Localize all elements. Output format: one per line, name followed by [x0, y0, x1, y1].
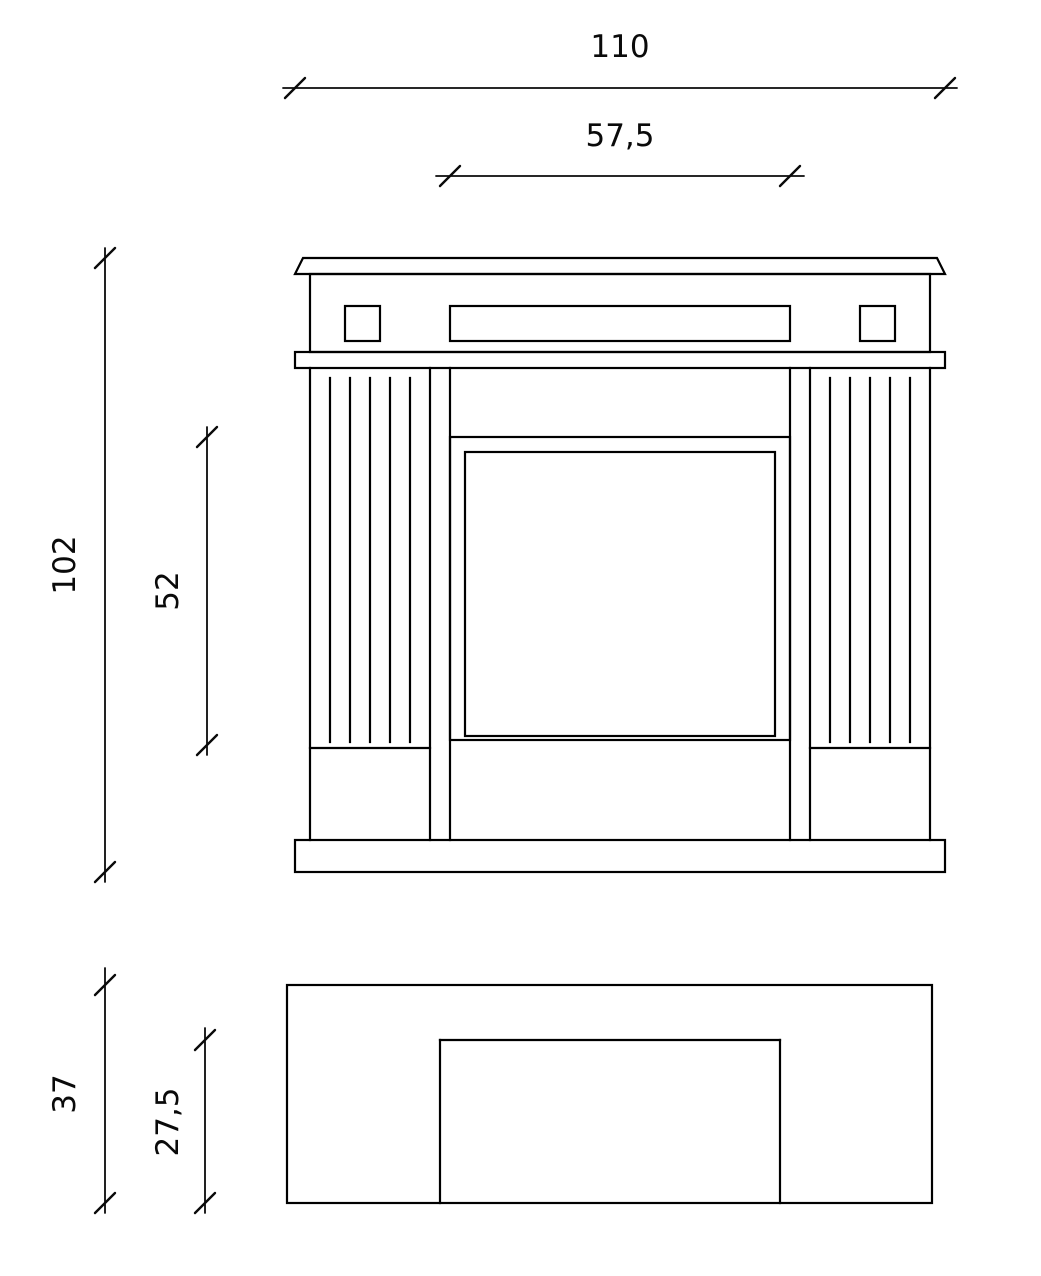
dim-tick — [195, 425, 219, 449]
dimension-opening-depth: 27,5 — [150, 1027, 217, 1215]
dim-label-opening-depth: 27,5 — [150, 1087, 186, 1156]
dim-tick — [193, 1028, 217, 1052]
dim-label-total-height: 102 — [47, 535, 83, 594]
plan-view — [285, 983, 934, 1205]
dimension-opening-width: 57,5 — [435, 118, 805, 188]
under-shelf-band — [293, 350, 947, 370]
firebox-surround-outer — [448, 435, 792, 742]
front-elevation-view — [293, 256, 947, 874]
firebox-surround-inner — [463, 450, 777, 738]
cornice-top-shelf — [293, 256, 947, 276]
dim-tick — [93, 860, 117, 884]
frieze-center-panel — [448, 304, 792, 343]
dim-label-opening-height: 52 — [150, 571, 186, 610]
frieze-left-square-rosette — [343, 304, 382, 343]
dim-tick — [195, 733, 219, 757]
dimension-opening-height: 52 — [150, 425, 219, 757]
dim-tick — [933, 76, 957, 100]
dim-label-total-depth: 37 — [47, 1074, 83, 1113]
dim-tick — [93, 246, 117, 270]
dim-tick — [193, 1191, 217, 1215]
dimension-total-width: 110 — [282, 29, 958, 100]
dim-tick — [778, 164, 802, 188]
dimension-total-height: 102 — [47, 246, 117, 884]
dim-label-total-width: 110 — [590, 29, 649, 65]
dim-tick — [438, 164, 462, 188]
dim-label-opening-width: 57,5 — [585, 118, 654, 154]
dimension-total-depth: 37 — [47, 967, 117, 1215]
plan-outline — [285, 983, 934, 1205]
base-plinth — [293, 838, 947, 874]
frieze-right-square-rosette — [858, 304, 897, 343]
dim-tick — [283, 76, 307, 100]
dim-tick — [93, 1191, 117, 1215]
dim-tick — [93, 973, 117, 997]
